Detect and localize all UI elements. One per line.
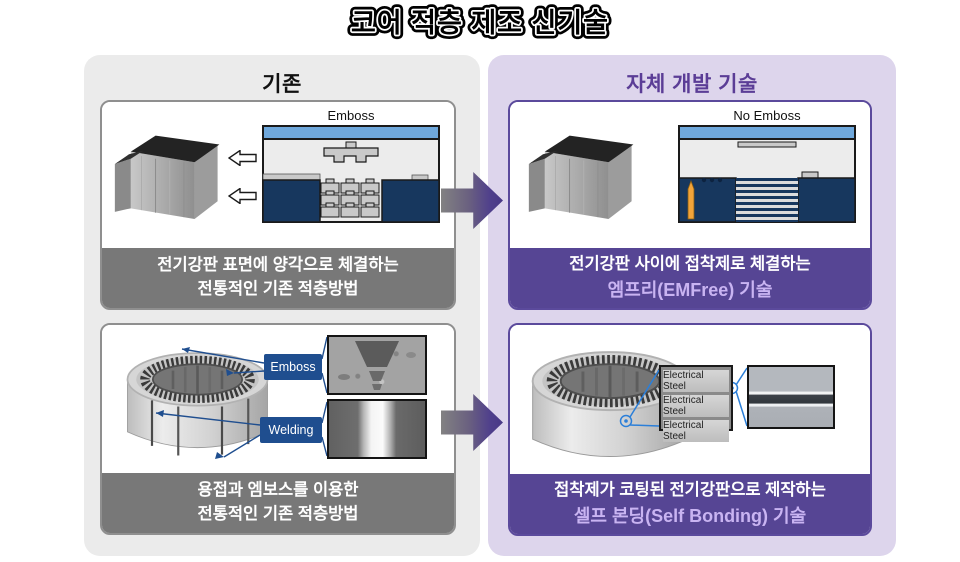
- emboss-diagram-label: Emboss: [327, 108, 375, 123]
- existing-tech-header: 기존: [262, 73, 302, 96]
- caption-line: 전기강판 표면에 양각으로 체결하는: [157, 256, 399, 275]
- self-bonding-card: Electrical Steel Electrical Steel Electr…: [508, 323, 872, 536]
- no-emboss-cross-section: [678, 125, 856, 223]
- welding-emboss-card: Emboss Welding 용접과 엠보스를 이용한 전통적인 기존 적층방법: [100, 323, 456, 535]
- emboss-diagram: Emboss: [262, 108, 440, 230]
- bonding-micrograph: [747, 365, 835, 429]
- caption-line: 전기강판 사이에 접착제로 체결하는: [569, 254, 811, 273]
- emfree-card: No Emboss: [508, 100, 872, 310]
- developed-tech-header: 자체 개발 기술: [626, 73, 758, 96]
- electrical-steel-stack: Electrical Steel Electrical Steel Electr…: [659, 365, 733, 442]
- caption-line: 전통적인 기존 적층방법: [197, 505, 359, 523]
- electrical-steel-layer: Electrical Steel: [663, 395, 729, 417]
- electrical-steel-layer: Electrical Steel: [663, 370, 729, 392]
- page-title-text: 코어 적층 제조 신기술: [351, 8, 609, 38]
- welding-emboss-figure: Emboss Welding: [102, 325, 454, 473]
- self-bonding-caption: 접착제가 코팅된 전기강판으로 제작하는 셀프 본딩(Self Bonding)…: [510, 474, 870, 534]
- caption-line: 용접과 엠보스를 이용한: [197, 481, 359, 500]
- adhesive-nozzle: [687, 179, 695, 220]
- caption-highlight: 셀프 본딩(Self Bonding) 기술: [573, 505, 807, 526]
- welding-emboss-caption: 용접과 엠보스를 이용한 전통적인 기존 적층방법: [102, 473, 454, 533]
- page-title: 코어 적층 제조 신기술 코어 적층 제조 신기술: [346, 4, 612, 43]
- welding-callout-text: Welding: [268, 423, 314, 437]
- emboss-method-card: Emboss: [100, 100, 456, 310]
- emboss-callout-label: Emboss: [264, 354, 322, 380]
- caption-line: 전통적인 기존 적층방법: [197, 280, 359, 298]
- emboss-micrograph-detail: [338, 341, 416, 390]
- welding-micrograph: [327, 399, 427, 459]
- self-bonding-figure: Electrical Steel Electrical Steel Electr…: [510, 325, 870, 474]
- existing-tech-panel: 기존 Emboss: [84, 55, 480, 556]
- emfree-caption: 전기강판 사이에 접착제로 체결하는 엠프리(EMFree) 기술: [510, 248, 870, 308]
- welding-callout-label: Welding: [260, 417, 322, 443]
- electrical-steel-layer: Electrical Steel: [663, 420, 729, 442]
- emfree-figure: No Emboss: [510, 102, 870, 248]
- no-emboss-diagram-label: No Emboss: [733, 108, 801, 123]
- emboss-cross-section: [262, 125, 440, 223]
- left-arrow-icon: [228, 150, 257, 166]
- page-title-outline: 코어 적층 제조 신기술: [351, 8, 609, 38]
- emboss-method-figure: Emboss: [102, 102, 454, 248]
- emboss-callout-text: Emboss: [270, 360, 316, 374]
- caption-line: 접착제가 코팅된 전기강판으로 제작하는: [554, 480, 826, 499]
- developed-tech-panel: 자체 개발 기술 No Emboss: [488, 55, 896, 556]
- left-arrow-icon: [228, 188, 257, 204]
- emboss-micrograph: [327, 335, 427, 395]
- stamped-part-photo: [528, 135, 634, 220]
- emboss-method-caption: 전기강판 표면에 양각으로 체결하는 전통적인 기존 적층방법: [102, 248, 454, 308]
- stamped-part-photo: [114, 135, 220, 220]
- no-emboss-diagram: No Emboss: [678, 108, 856, 230]
- stator-core-photo: [110, 330, 285, 457]
- caption-highlight: 엠프리(EMFree) 기술: [607, 279, 773, 300]
